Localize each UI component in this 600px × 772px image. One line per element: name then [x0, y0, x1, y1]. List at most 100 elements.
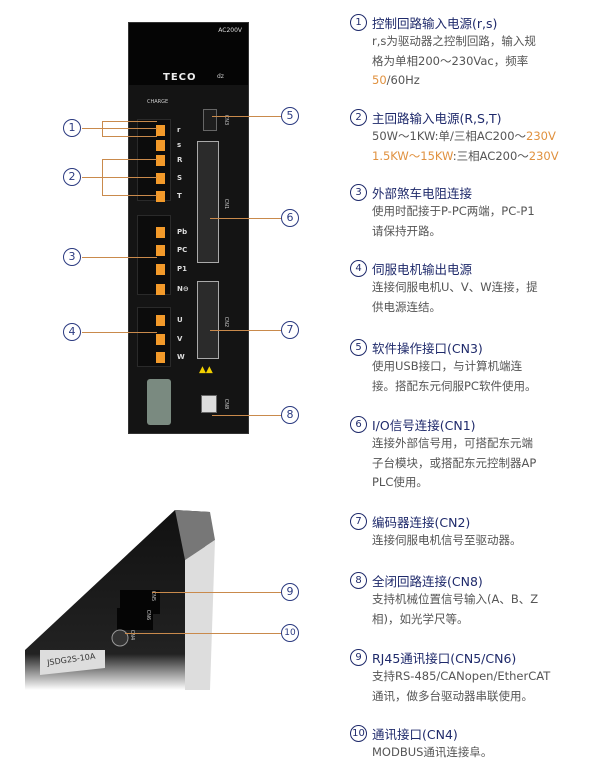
item-number: 7 [350, 512, 367, 530]
item-number: 8 [350, 571, 367, 589]
leader-line [82, 177, 102, 178]
terminal-screw [156, 315, 165, 326]
leader-line [102, 121, 157, 122]
terminal-screw [156, 140, 165, 151]
description-text: MODBUS通讯连接阜。 [372, 745, 493, 759]
description-line: 供电源连结。 [372, 298, 600, 318]
drive-top-panel: AC200V TECO dz [129, 23, 248, 85]
cn1-io-connector [197, 141, 219, 263]
description-text: 连接外部信号用，可搭配东元端 [372, 436, 533, 450]
description-text: 连接伺服电机U、V、W连接，提 [372, 280, 538, 294]
callout-8: 8 [281, 406, 299, 424]
item-number: 10 [350, 724, 367, 742]
cn1-label: CN1 [223, 198, 230, 210]
terminal-screw [156, 334, 165, 345]
description-text: /60Hz [386, 73, 420, 87]
feature-title: 编码器连接(CN2) [372, 514, 471, 530]
description-line: 请保持开路。 [372, 222, 600, 242]
cn8-port [201, 395, 217, 413]
feature-title: 主回路输入电源(R,S,T) [372, 110, 502, 126]
ground-terminal [147, 379, 171, 425]
cn2-label: CN2 [223, 316, 230, 328]
feature-item: 10 通讯接口(CN4) MODBUS通讯连接阜。 [350, 723, 600, 763]
callout-7: 7 [281, 321, 299, 339]
description-line: 1.5KW～15KW:三相AC200～230V [372, 147, 600, 167]
description-line: 使用USB接口，与计算机端连 [372, 357, 600, 377]
leader-line [82, 128, 157, 129]
terminal-label: R [177, 156, 183, 164]
item-number: 5 [350, 338, 367, 356]
callout-10: 10 [281, 624, 299, 642]
feature-description: 支持RS-485/CANopen/EtherCAT 通讯，做多台驱动器串联使用。 [372, 667, 600, 706]
terminal-screw [156, 352, 165, 363]
terminal-label: S [177, 174, 183, 182]
cn6-label: CN6 [145, 609, 152, 621]
feature-heading: 7 编码器连接(CN2) [350, 511, 600, 531]
feature-description: 连接伺服电机信号至驱动器。 [372, 531, 600, 551]
servo-drive-bottom-image: JSDG2S-10A CN5 CN6 CN4 [25, 500, 325, 690]
terminal-label: U [177, 316, 183, 324]
terminal-screw [156, 155, 165, 166]
feature-title: 控制回路输入电源(r,s) [372, 15, 498, 31]
item-number: 1 [350, 13, 367, 31]
feature-item: 4 伺服电机输出电源连接伺服电机U、V、W连接，提供电源连结。 [350, 258, 600, 317]
highlighted-text: 230V [528, 148, 559, 163]
feature-title: 伺服电机输出电源 [372, 261, 473, 277]
terminal-label: P1 [177, 265, 188, 273]
highlighted-text: 230V [526, 129, 556, 143]
terminal-label: N⊖ [177, 285, 189, 293]
highlighted-text: 50 [372, 73, 387, 87]
description-text: 请保持开路。 [372, 223, 441, 238]
description-text: 格为单相200～230Vac，频率 [372, 53, 529, 68]
terminal-label: PC [177, 246, 188, 254]
terminal-label: T [177, 192, 182, 200]
description-line: 支持RS-485/CANopen/EtherCAT [372, 667, 600, 687]
callout-2: 2 [63, 168, 81, 186]
power-terminal-block [137, 119, 171, 201]
terminal-label: s [177, 141, 182, 149]
description-text: 子台模块，或搭配东元控制器AP [372, 455, 537, 470]
feature-description: 使用时配接于P-PC两端，PC-P1 请保持开路。 [372, 202, 600, 241]
terminal-screw [156, 227, 165, 238]
leader-line [125, 633, 282, 634]
brand-logo: TECO [163, 72, 197, 83]
leader-line [82, 128, 102, 129]
brake-terminal-block [137, 215, 171, 295]
description-line: 子台模块，或搭配东元控制器AP [372, 454, 600, 474]
feature-item: 7 编码器连接(CN2)连接伺服电机信号至驱动器。 [350, 511, 600, 551]
terminal-label: V [177, 335, 183, 343]
leader-line [152, 592, 282, 593]
description-text: 供电源连结。 [372, 299, 441, 314]
description-line: 连接伺服电机U、V、W连接，提 [372, 278, 600, 298]
feature-title: 通讯接口(CN4) [372, 726, 458, 742]
callout-1: 1 [63, 119, 81, 137]
item-number: 6 [350, 415, 367, 433]
description-text: 支持RS-485/CANopen/EtherCAT [372, 669, 551, 683]
callout-3: 3 [63, 248, 81, 266]
leader-line [210, 218, 282, 219]
cn3-usb-port [203, 109, 217, 131]
item-number: 3 [350, 183, 367, 201]
feature-title: RJ45通讯接口(CN5/CN6) [372, 650, 517, 666]
description-text: :三相AC200～ [452, 148, 529, 163]
leader-line [210, 330, 282, 331]
description-text: 使用USB接口，与计算机端连 [372, 359, 523, 373]
description-text: 接。搭配东元伺服PC软件使用。 [372, 378, 537, 393]
feature-description: 使用USB接口，与计算机端连接。搭配东元伺服PC软件使用。 [372, 357, 600, 396]
description-text: 通讯，做多台驱动器串联使用。 [372, 688, 533, 703]
description-text: 相)，如光学尺等。 [372, 611, 469, 626]
drive-bottom-illustration [25, 510, 215, 690]
description-text: 使用时配接于P-PC两端，PC-P1 [372, 204, 535, 218]
item-number: 4 [350, 259, 367, 277]
